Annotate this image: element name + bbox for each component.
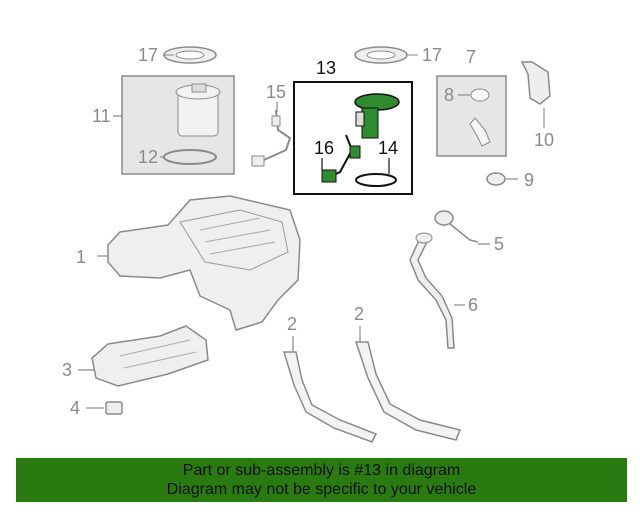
lock-ring-17-left [163, 46, 217, 64]
callout-17-left: 17 [138, 45, 158, 65]
part-4 [105, 401, 123, 415]
callout-8: 8 [444, 85, 454, 105]
callout-4: 4 [70, 398, 80, 418]
heat-shield-3 [91, 325, 209, 387]
callout-2-right: 2 [354, 304, 364, 324]
callout-13: 13 [316, 58, 336, 78]
strap-2-right [354, 341, 462, 441]
callout-7: 7 [466, 47, 476, 67]
callout-14: 14 [378, 138, 398, 158]
note-line-1: Part or sub-assembly is #13 in diagram [182, 462, 461, 479]
sensor-15 [251, 109, 292, 167]
callout-5: 5 [494, 234, 504, 254]
callout-16: 16 [314, 138, 334, 158]
callout-9: 9 [524, 170, 534, 190]
diagram-note-banner: Part or sub-assembly is #13 in diagram D… [16, 458, 627, 502]
group-box-7 [436, 75, 507, 157]
leader-lines [78, 94, 545, 409]
callout-3: 3 [62, 360, 72, 380]
callout-2-left: 2 [287, 314, 297, 334]
filler-neck-6 [409, 232, 455, 349]
fuel-cap-5 [434, 210, 479, 243]
callout-6: 6 [468, 295, 478, 315]
lock-ring-17-right [354, 46, 418, 64]
clamp-9 [486, 172, 506, 186]
group-box-11 [121, 75, 235, 175]
note-line-2: Diagram may not be specific to your vehi… [166, 481, 477, 498]
group-box-13 [293, 81, 413, 195]
callout-1: 1 [76, 247, 86, 267]
callout-17-right: 17 [422, 45, 442, 65]
strap-2-left [282, 351, 378, 443]
callout-12: 12 [138, 147, 158, 167]
callout-10: 10 [534, 130, 554, 150]
callout-15: 15 [266, 82, 286, 102]
part-10 [520, 61, 551, 105]
fuel-tank-1 [107, 195, 301, 331]
callout-11: 11 [92, 106, 111, 126]
leader-lines-dark [321, 158, 390, 174]
